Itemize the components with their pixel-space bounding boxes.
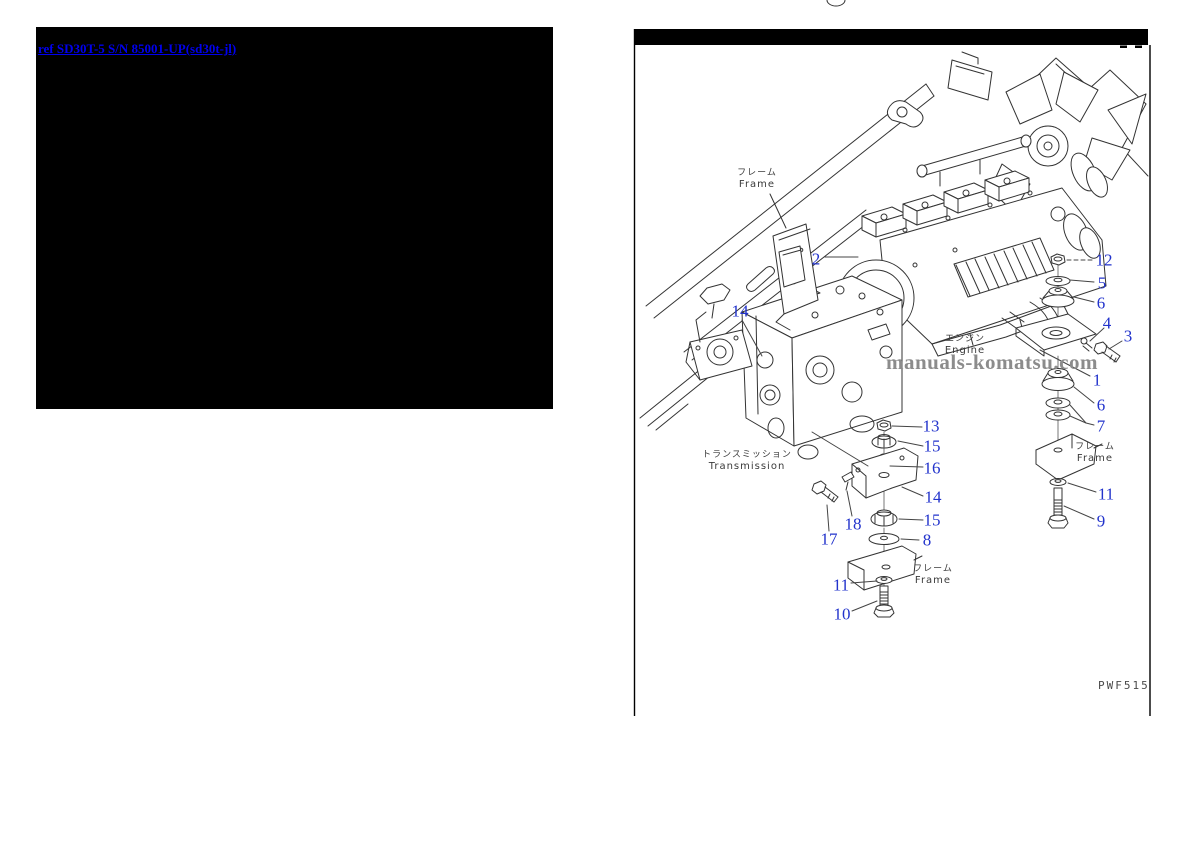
callout-11: 11 [1097,484,1115,504]
label-engine-jp: エンジン [944,334,985,344]
ref-link[interactable]: ref SD30T-5 S/N 85001-UP(sd30t-jl) [38,41,237,56]
callout-14: 14 [731,301,749,321]
callout-13: 13 [922,416,940,436]
label-frame-top-left-jp: フレーム [737,168,777,178]
label-frame-bottom-jp: フレーム [913,564,953,574]
label-frame-top-left-en: Frame [738,178,776,190]
label-engine-en: Engine [944,344,986,356]
callout-15: 15 [923,436,941,456]
callout-14: 14 [924,487,942,507]
callout-11: 11 [832,575,850,595]
callout-16: 16 [923,458,941,478]
label-frame-right-en: Frame [1076,452,1114,464]
callout-5: 5 [1097,273,1107,293]
callout-8: 8 [922,530,932,550]
callout-10: 10 [833,604,851,624]
label-frame-right-jp: フレーム [1075,442,1115,452]
label-frame-bottom-en: Frame [914,574,952,586]
callout-2: 2 [811,249,821,269]
callout-3: 3 [1123,326,1133,346]
callout-7: 7 [1096,416,1106,436]
label-transmission-jp: トランスミッション [702,450,792,460]
callout-4: 4 [1102,313,1112,333]
callout-17: 17 [820,529,838,549]
callout-6: 6 [1096,395,1106,415]
label-transmission-en: Transmission [708,460,786,472]
left-black-panel: ref SD30T-5 S/N 85001-UP(sd30t-jl) [36,27,553,409]
callout-15: 15 [923,510,941,530]
callout-1: 1 [1092,370,1102,390]
watermark: manuals-komatsu.com [886,350,1098,374]
callout-6: 6 [1096,293,1106,313]
callout-9: 9 [1096,511,1106,531]
plate-code: PWF5151 [1098,679,1150,692]
callout-12: 12 [1095,250,1113,270]
callout-18: 18 [844,514,862,534]
